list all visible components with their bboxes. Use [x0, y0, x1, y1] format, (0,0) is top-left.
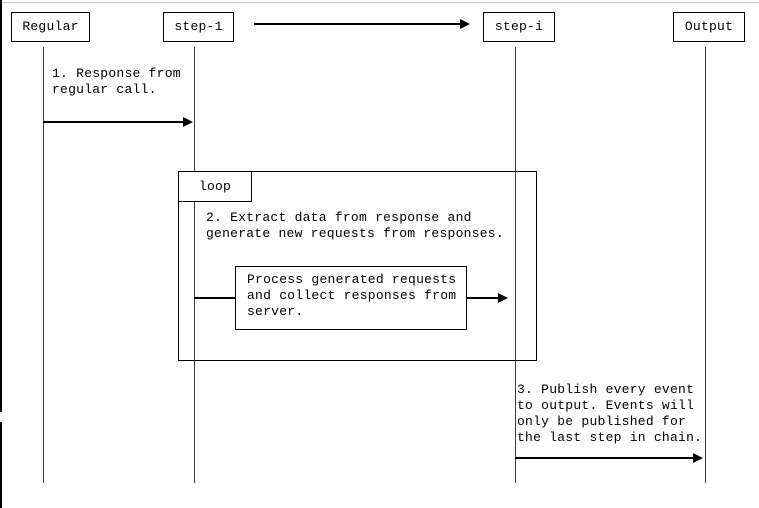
participant-output-label: Output: [684, 19, 734, 34]
participant-regular: Regular: [11, 12, 90, 42]
participant-step-i: step-i: [483, 12, 555, 42]
participant-output: Output: [673, 12, 745, 42]
lifeline-step-1: [194, 47, 195, 483]
participant-regular-label: Regular: [22, 19, 79, 34]
message-1-arrow-line: [43, 121, 183, 123]
message-2-text: 2. Extract data from response and genera…: [206, 210, 504, 241]
message-3-arrow-head-icon: [693, 453, 703, 463]
message-1-text: 1. Response from regular call.: [52, 66, 181, 97]
message-3-arrow-line: [515, 457, 694, 459]
participant-step-1-label: step-1: [174, 19, 223, 34]
participant-step-i-label: step-i: [494, 19, 544, 34]
lifeline-output: [705, 47, 706, 483]
process-out-arrow-head-icon: [498, 293, 508, 303]
lifeline-regular: [43, 47, 44, 483]
loop-frame: [178, 171, 537, 361]
process-box: Process generated requests and collect r…: [235, 266, 467, 330]
process-out-arrow-line: [467, 297, 499, 299]
loop-label-box: loop: [178, 171, 252, 202]
message-3-text: 3. Publish every event to output. Events…: [517, 382, 703, 445]
left-border-notch: [0, 412, 2, 422]
chain-arrow-line: [254, 23, 461, 25]
process-in-line: [194, 297, 235, 299]
lifeline-step-i: [515, 47, 516, 483]
message-1-arrow-head-icon: [183, 117, 193, 127]
loop-label-text: loop: [198, 178, 232, 194]
chain-arrow-head-icon: [460, 19, 470, 29]
top-border-rule: [0, 2, 759, 3]
left-border: [0, 0, 2, 508]
participant-step-1: step-1: [163, 12, 234, 42]
